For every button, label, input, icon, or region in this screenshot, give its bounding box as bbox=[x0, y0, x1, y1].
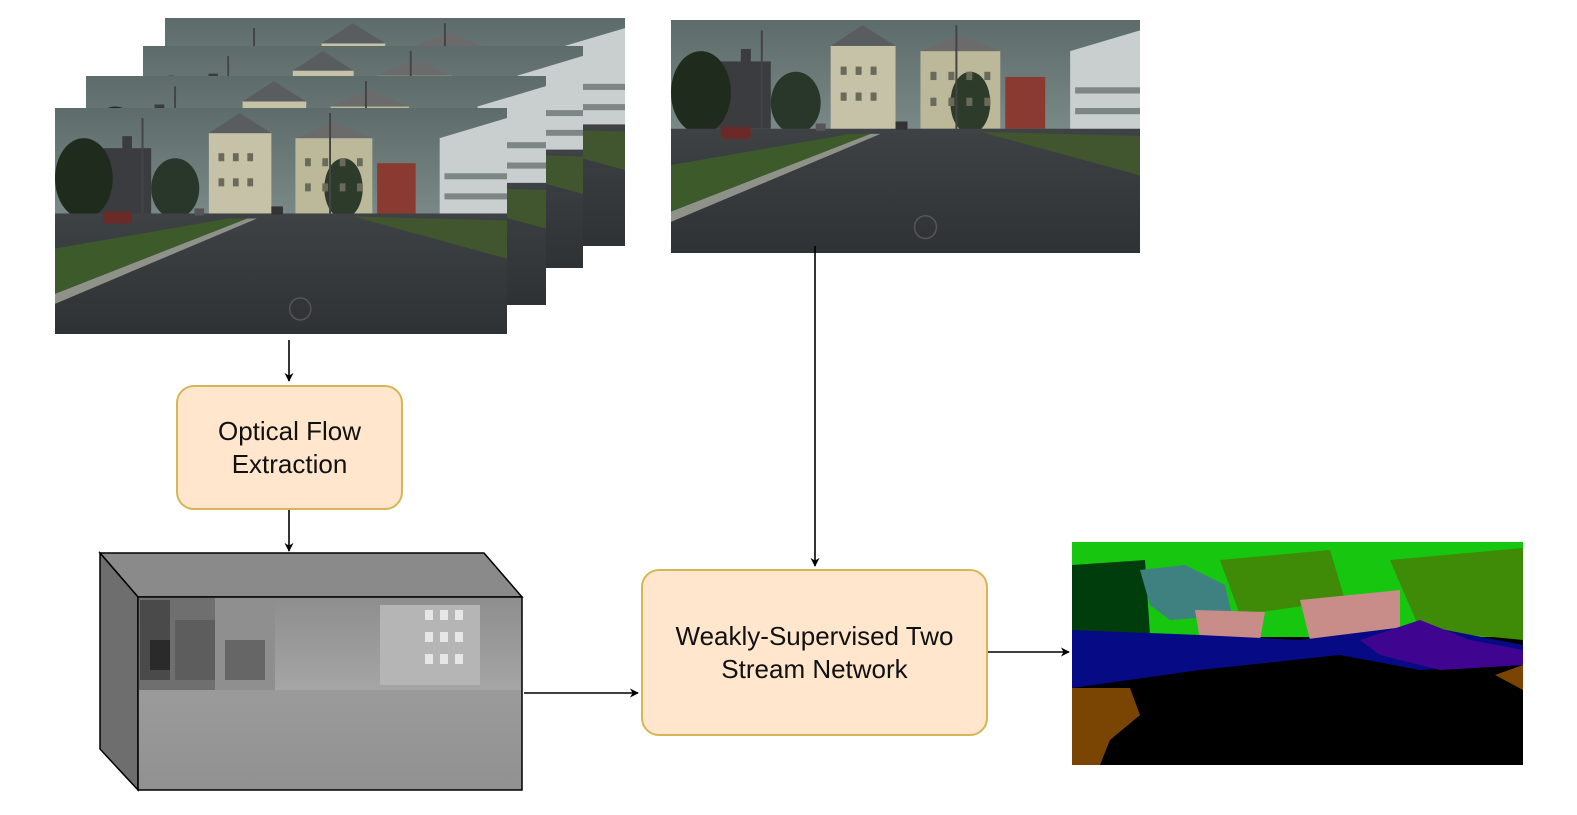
seg-tree-region bbox=[1072, 560, 1150, 640]
segmentation-output-image bbox=[1072, 542, 1523, 765]
seg-terrain-region bbox=[1072, 688, 1140, 765]
optical-flow-label-line1: Optical Flow bbox=[217, 415, 362, 446]
video-frames-stack bbox=[55, 18, 625, 334]
seg-sidewalk-region bbox=[1360, 620, 1523, 670]
flow-map-image bbox=[139, 598, 521, 789]
seg-building-teal-region bbox=[1140, 565, 1232, 620]
arrows bbox=[284, 246, 1070, 698]
video-frame-1 bbox=[55, 108, 507, 334]
two-stream-network-box: Weakly-Supervised Two Stream Network bbox=[641, 569, 988, 736]
single-frame-image bbox=[671, 20, 1140, 253]
network-label-line2: Stream Network bbox=[721, 653, 908, 684]
seg-building-pink-region bbox=[1195, 610, 1265, 640]
network-label-line1: Weakly-Supervised Two bbox=[675, 620, 954, 651]
optical-flow-label-line2: Extraction bbox=[231, 448, 348, 479]
optical-flow-extraction-box: Optical Flow Extraction bbox=[176, 385, 403, 510]
optical-flow-volume bbox=[98, 550, 524, 792]
